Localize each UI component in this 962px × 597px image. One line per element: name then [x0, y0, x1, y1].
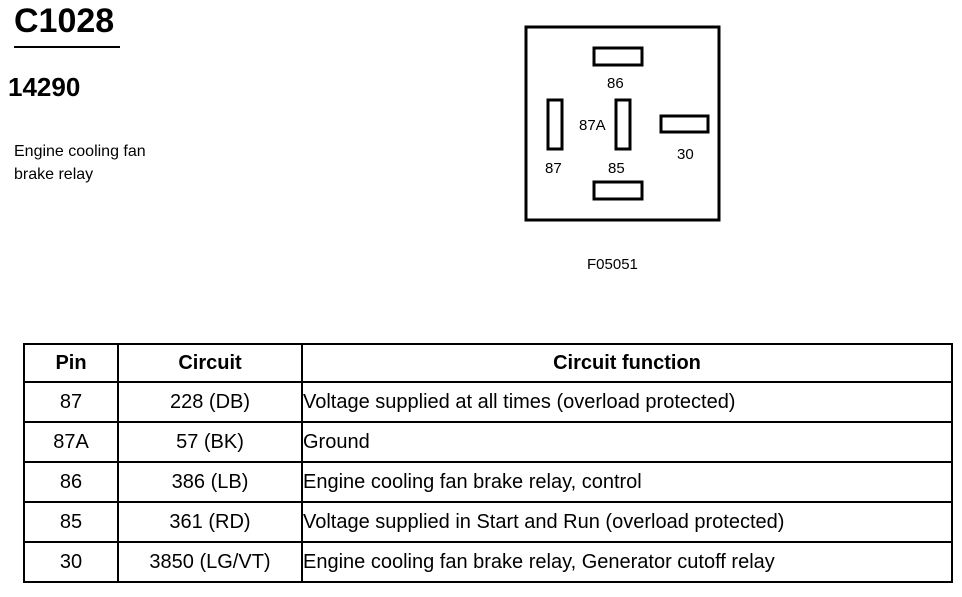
pin-86-terminal [592, 46, 644, 67]
relay-connector-diagram: 86 87A 30 87 85 F05051 [520, 20, 730, 280]
pin-cell: 30 [23, 541, 119, 583]
table-row: 85 361 (RD) Voltage supplied in Start an… [23, 501, 953, 543]
pin-cell: 87 [23, 381, 119, 423]
circuit-cell: 3850 (LG/VT) [117, 541, 303, 583]
function-cell: Voltage supplied at all times (overload … [301, 381, 953, 423]
pin-85-terminal [592, 180, 644, 201]
table-row: 30 3850 (LG/VT) Engine cooling fan brake… [23, 541, 953, 583]
part-number: 14290 [8, 72, 81, 102]
figure-id: F05051 [587, 256, 638, 273]
pin-30-terminal [659, 114, 710, 134]
header-circuit: Circuit [117, 343, 303, 383]
table-row: 87 228 (DB) Voltage supplied at all time… [23, 381, 953, 423]
pin-30-label: 30 [677, 146, 694, 163]
pin-87-label: 87 [545, 160, 562, 177]
pin-85-label: 85 [608, 160, 625, 177]
table-row: 87A 57 (BK) Ground [23, 421, 953, 463]
pin-cell: 85 [23, 501, 119, 543]
connector-id-underline [14, 46, 120, 48]
pin-87A-terminal [614, 98, 632, 151]
pin-86-label: 86 [607, 75, 624, 92]
description-line-1: Engine cooling fan [14, 143, 146, 160]
function-cell: Engine cooling fan brake relay, Generato… [301, 541, 953, 583]
table-header-row: Pin Circuit Circuit function [23, 343, 953, 383]
pin-cell: 86 [23, 461, 119, 503]
function-cell: Ground [301, 421, 953, 463]
circuit-cell: 57 (BK) [117, 421, 303, 463]
connector-id: C1028 [14, 2, 115, 40]
pin-87-terminal [546, 98, 564, 151]
table-row: 86 386 (LB) Engine cooling fan brake rel… [23, 461, 953, 503]
header-circuit-function: Circuit function [301, 343, 953, 383]
pin-cell: 87A [23, 421, 119, 463]
description-line-2: brake relay [14, 166, 94, 183]
function-cell: Engine cooling fan brake relay, control [301, 461, 953, 503]
connector-outline [524, 25, 721, 222]
circuit-cell: 228 (DB) [117, 381, 303, 423]
pinout-table: Pin Circuit Circuit function 87 228 (DB)… [23, 343, 953, 583]
circuit-cell: 386 (LB) [117, 461, 303, 503]
header-pin: Pin [23, 343, 119, 383]
function-cell: Voltage supplied in Start and Run (overl… [301, 501, 953, 543]
pin-87A-label: 87A [579, 117, 606, 134]
circuit-cell: 361 (RD) [117, 501, 303, 543]
